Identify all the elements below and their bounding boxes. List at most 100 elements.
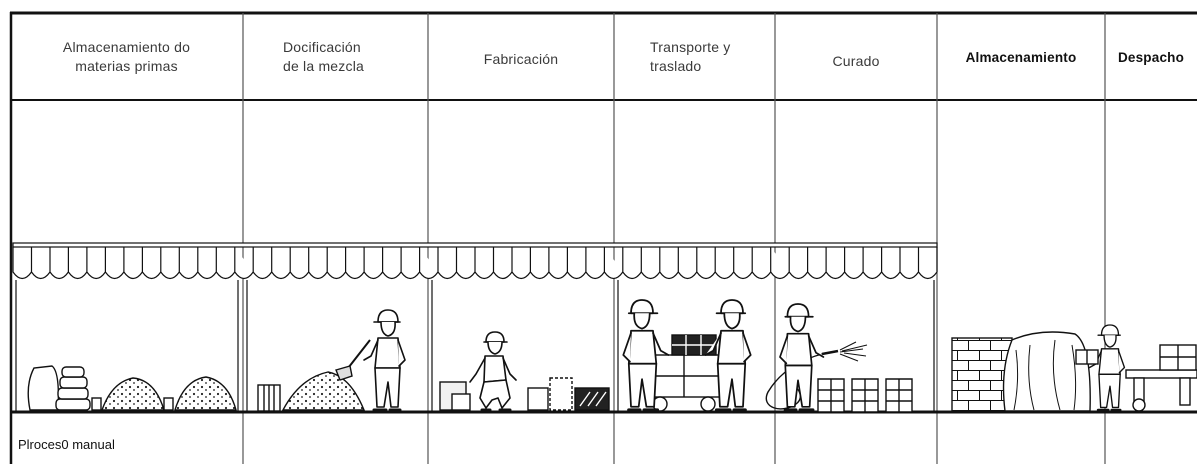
- awning-panel: [603, 247, 624, 280]
- awning-panel: [844, 247, 864, 280]
- table-frame: [9, 11, 1197, 464]
- awning-panel: [437, 247, 457, 280]
- awning-panel: [474, 247, 494, 280]
- awning-panel: [714, 247, 735, 280]
- mix-pile: [281, 371, 366, 411]
- sack: [59, 376, 88, 389]
- awning-panel: [86, 247, 106, 280]
- awning-panel: [770, 247, 790, 280]
- awning-panel: [160, 247, 180, 280]
- dispatch-wheel: [1132, 398, 1146, 412]
- transport-illustration: [621, 298, 753, 412]
- header-line: materias primas: [75, 58, 178, 74]
- header-line: Docificación: [283, 39, 361, 55]
- awning-panel: [585, 247, 605, 280]
- fresh-block: [527, 387, 549, 411]
- awning-panel: [49, 247, 69, 280]
- header-dispatch: Despacho: [1105, 48, 1197, 67]
- dispatch-table-top: [1125, 369, 1197, 379]
- awning-panel: [899, 247, 919, 280]
- raw-materials-illustration: [27, 365, 237, 411]
- sack: [57, 387, 89, 400]
- cart-frame: [647, 355, 721, 397]
- crouching-worker: [468, 330, 518, 412]
- header-curing: Curado: [775, 52, 937, 71]
- awning-panel: [308, 247, 328, 280]
- awning-panel: [289, 247, 310, 280]
- fresh-block: [549, 377, 573, 411]
- awning-panel: [492, 247, 513, 280]
- awning-panel: [67, 247, 88, 280]
- awning-panel: [677, 247, 698, 280]
- awning-panel: [12, 247, 32, 280]
- block-stack: [885, 378, 913, 413]
- awning-panel: [30, 247, 51, 280]
- awning-panel: [215, 247, 236, 280]
- covered-pile-tarp: [1002, 331, 1091, 412]
- worker-carrying-block: [1088, 323, 1126, 412]
- awning-panel: [825, 247, 846, 280]
- awning: [12, 242, 938, 280]
- curing-illustration: [765, 302, 913, 413]
- awning-panel: [511, 247, 531, 280]
- awning-panel: [123, 247, 143, 280]
- header-line: Almacenamiento: [965, 50, 1077, 65]
- awning-panel: [400, 247, 421, 280]
- awning-panel: [917, 247, 938, 280]
- awning-panel: [141, 247, 162, 280]
- low-bin: [91, 397, 102, 411]
- mix-dosing-illustration: [257, 308, 407, 412]
- awning-panel: [234, 247, 254, 280]
- block-joints: [672, 335, 716, 355]
- header-line: de la mezcla: [283, 58, 364, 74]
- block-stack: [851, 378, 879, 413]
- dispatch-table-leg: [1179, 377, 1191, 406]
- header-line: Fabricación: [483, 51, 559, 67]
- header-line: Curado: [832, 53, 880, 69]
- water-spray: [839, 341, 868, 362]
- awning-panel: [326, 247, 347, 280]
- awning-panel: [566, 247, 587, 280]
- aggregate-pile: [174, 376, 237, 411]
- awning-panel: [659, 247, 679, 280]
- awning-posts: [15, 280, 935, 412]
- awning-panel: [622, 247, 642, 280]
- header-mix-dosing: Docificación de la mezcla: [243, 38, 428, 76]
- dispatch-block-joints: [1160, 345, 1196, 370]
- mold-hatch: [579, 391, 607, 407]
- dispatch-illustration: [1125, 344, 1197, 412]
- standing-sack: [27, 365, 60, 411]
- shovel-blade: [335, 365, 353, 381]
- sack: [55, 398, 91, 411]
- awning-top-band: [12, 242, 938, 248]
- header-raw-materials-storage: Almacenamiento do materias primas: [10, 38, 243, 76]
- awning-panel: [252, 247, 273, 280]
- awning-panel: [733, 247, 753, 280]
- cart-wheel: [700, 396, 716, 412]
- bin-slats: [263, 385, 275, 411]
- awning-panel: [345, 247, 365, 280]
- header-line: Despacho: [1117, 50, 1185, 65]
- header-line: traslado: [650, 58, 702, 74]
- fabrication-illustration: [439, 330, 610, 412]
- header-line: Almacenamiento do: [62, 39, 191, 55]
- low-bin: [163, 397, 174, 411]
- process-type-label: Plroces0 manual: [18, 437, 115, 452]
- storage-illustration: [951, 323, 1126, 412]
- awning-panel: [862, 247, 883, 280]
- awning-panel: [696, 247, 716, 280]
- worker-watering: [778, 302, 826, 412]
- header-transport: Transporte y traslado: [614, 38, 775, 76]
- block-mold: [574, 387, 610, 411]
- header-fabrication: Fabricación: [428, 50, 614, 69]
- awning-panel: [807, 247, 827, 280]
- awning-panel: [751, 247, 772, 280]
- awning-panel: [178, 247, 199, 280]
- awning-panel: [881, 247, 901, 280]
- awning-panel: [788, 247, 809, 280]
- awning-panel: [548, 247, 568, 280]
- awning-panel: [419, 247, 439, 280]
- stored-block-pile: [951, 337, 1013, 412]
